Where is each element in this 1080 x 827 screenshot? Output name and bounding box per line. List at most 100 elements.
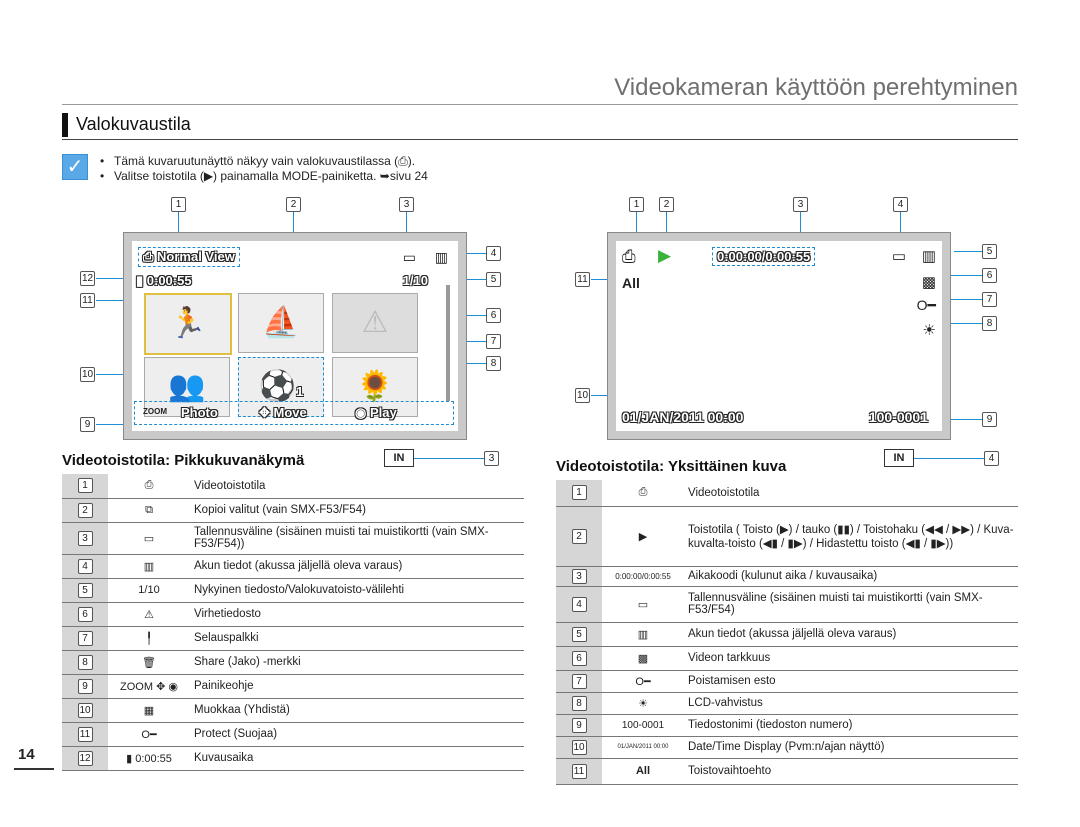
callout-number: 1 [629,197,644,212]
file-name-icon: 100-0001 [602,714,684,737]
table-row: 2▶Toistotila ( Toisto (▶) / tauko (▮▮) /… [556,506,1018,567]
play-icon: ▶ [602,506,684,567]
page-number: 14 [18,746,35,763]
file-name: 100-0001 [868,409,928,425]
lcd-enhancer-icon: ☀ [922,322,936,339]
record-time: ▮ 0:00:55 [136,273,192,288]
timecode: 0:00:00/0:00:55 [712,247,816,266]
section-bar [62,113,68,137]
callout-number: 7 [486,334,501,349]
counter-icon: 1/10 [108,578,190,603]
page-number-rule [14,768,54,770]
callout-number: 4 [984,451,999,466]
callout-number: 12 [80,271,95,286]
callout-number: 3 [484,451,499,466]
table-row: 8☀LCD-vahvistus [556,692,1018,715]
play-icon[interactable]: ▶ [658,246,672,265]
callout-number: 8 [486,356,501,371]
table-row: 1⎙Videotoistotila [556,480,1018,507]
table-row: 4▭Tallennusväline (sisäinen muisti tai m… [556,586,1018,623]
table-row: 4▥Akun tiedot (akussa jäljellä oleva var… [62,554,524,579]
right-screen: ⎙ ▶ 0:00:00/0:00:55 ▭ ▥ All ▩ O━ ☀ 01/JA… [607,232,951,440]
callout-number: 1 [171,197,186,212]
thumbnail[interactable]: 🌻 [332,357,418,417]
section-rule [62,139,1018,140]
callout-number: 3 [793,197,808,212]
table-row: 1⎙Videotoistotila [62,474,524,499]
playback-option-icon: All [622,275,640,291]
callout-number: 2 [659,197,674,212]
storage-icon: ▭ [602,586,684,623]
header-rule [62,104,1018,105]
playback-mode-icon: ⎙ [143,249,154,264]
resolution-icon: ▩ [602,646,684,671]
playback-option-icon: All [602,758,684,785]
table-row: 2⧉Kopioi valitut (vain SMX-F53/F54) [62,498,524,523]
scroll-bar[interactable] [446,285,450,401]
date-time-display: 01/JAN/2011 00:00 [622,409,744,425]
callout-number: 9 [982,412,997,427]
move-label: ✥ Move [259,405,307,420]
callout-number: 2 [286,197,301,212]
table-row: 10▦Muokkaa (Yhdistä) [62,698,524,723]
thumbnail[interactable]: ⛵ [238,293,324,353]
table-row: 6▩Videon tarkkuus [556,646,1018,671]
battery-icon: ▥ [602,622,684,647]
left-screen: ⎙ Normal View ▭ ▥ ▮ 0:00:55 1/10 🏃 ⛵ ⚠ 👥… [123,232,467,440]
callout-number: 10 [575,388,590,403]
record-time-icon: ▮ 0:00:55 [108,746,190,771]
lcd-enhancer-icon: ☀ [602,692,684,715]
view-label-text: Normal View [157,249,235,264]
left-subtitle: Videotoistotila: Pikkukuvanäkymä [62,452,305,469]
button-guide: ZOOM Photo ✥ Move ◉ Play [134,401,454,425]
right-screen-display: ⎙ ▶ 0:00:00/0:00:55 ▭ ▥ All ▩ O━ ☀ 01/JA… [616,241,942,431]
note-check-icon: ✓ [62,154,88,180]
callout-number: 9 [80,417,95,432]
notes-list: Tämä kuvaruutunäyttö näkyy vain valokuva… [100,154,428,184]
left-legend-table: 1⎙Videotoistotila 2⧉Kopioi valitut (vain… [62,474,524,771]
right-legend-table: 1⎙Videotoistotila 2▶Toistotila ( Toisto … [556,480,1018,785]
battery-icon: ▥ [434,249,448,265]
internal-memory-icon: IN [384,449,414,467]
playback-mode-icon: ⎙ [622,247,636,266]
callout-number: 3 [399,197,414,212]
callout-number: 7 [982,292,997,307]
table-row: 7╿Selauspalkki [62,626,524,651]
table-row: 6⚠Virhetiedosto [62,602,524,627]
battery-icon: ▥ [921,248,936,265]
storage-icon: ▭ [402,249,416,265]
view-mode-label: ⎙ Normal View [138,247,240,267]
callout-number: 5 [486,272,501,287]
table-row: 8🗑Share (Jako) -merkki [62,650,524,675]
callout-number: 6 [982,268,997,283]
thumbnail[interactable]: ⚽1 [238,357,324,417]
storage-icon: ▭ [891,248,906,265]
section-title: Valokuvaustila [76,114,191,134]
callout-number: 11 [575,272,590,287]
scroll-bar-icon: ╿ [108,626,190,651]
table-row: 3▭Tallennusväline (sisäinen muisti tai m… [62,522,524,555]
warning-icon: ⚠ [108,602,190,627]
note-item: Tämä kuvaruutunäyttö näkyy vain valokuva… [100,154,428,169]
note-item: Valitse toistotila (▶) painamalla MODE-p… [100,169,428,184]
date-time-icon: 01/JAN/2011 00:00 [602,736,684,759]
combine-icon: ▦ [108,698,190,723]
zoom-label: ZOOM [143,407,167,416]
button-guide-icon: ZOOM ✥ ◉ [108,674,190,699]
thumbnail[interactable]: 👥 [144,357,230,417]
left-screen-display: ⎙ Normal View ▭ ▥ ▮ 0:00:55 1/10 🏃 ⛵ ⚠ 👥… [132,241,458,431]
error-file-thumbnail[interactable]: ⚠ [332,293,418,353]
callout-number: 6 [486,308,501,323]
thumbnail[interactable]: 🏃 [144,293,232,355]
photo-label: Photo [181,405,218,420]
protect-icon: O━ [602,670,684,693]
timecode-icon: 0:00:00/0:00:55 [602,566,684,587]
callout-number: 11 [80,293,95,308]
